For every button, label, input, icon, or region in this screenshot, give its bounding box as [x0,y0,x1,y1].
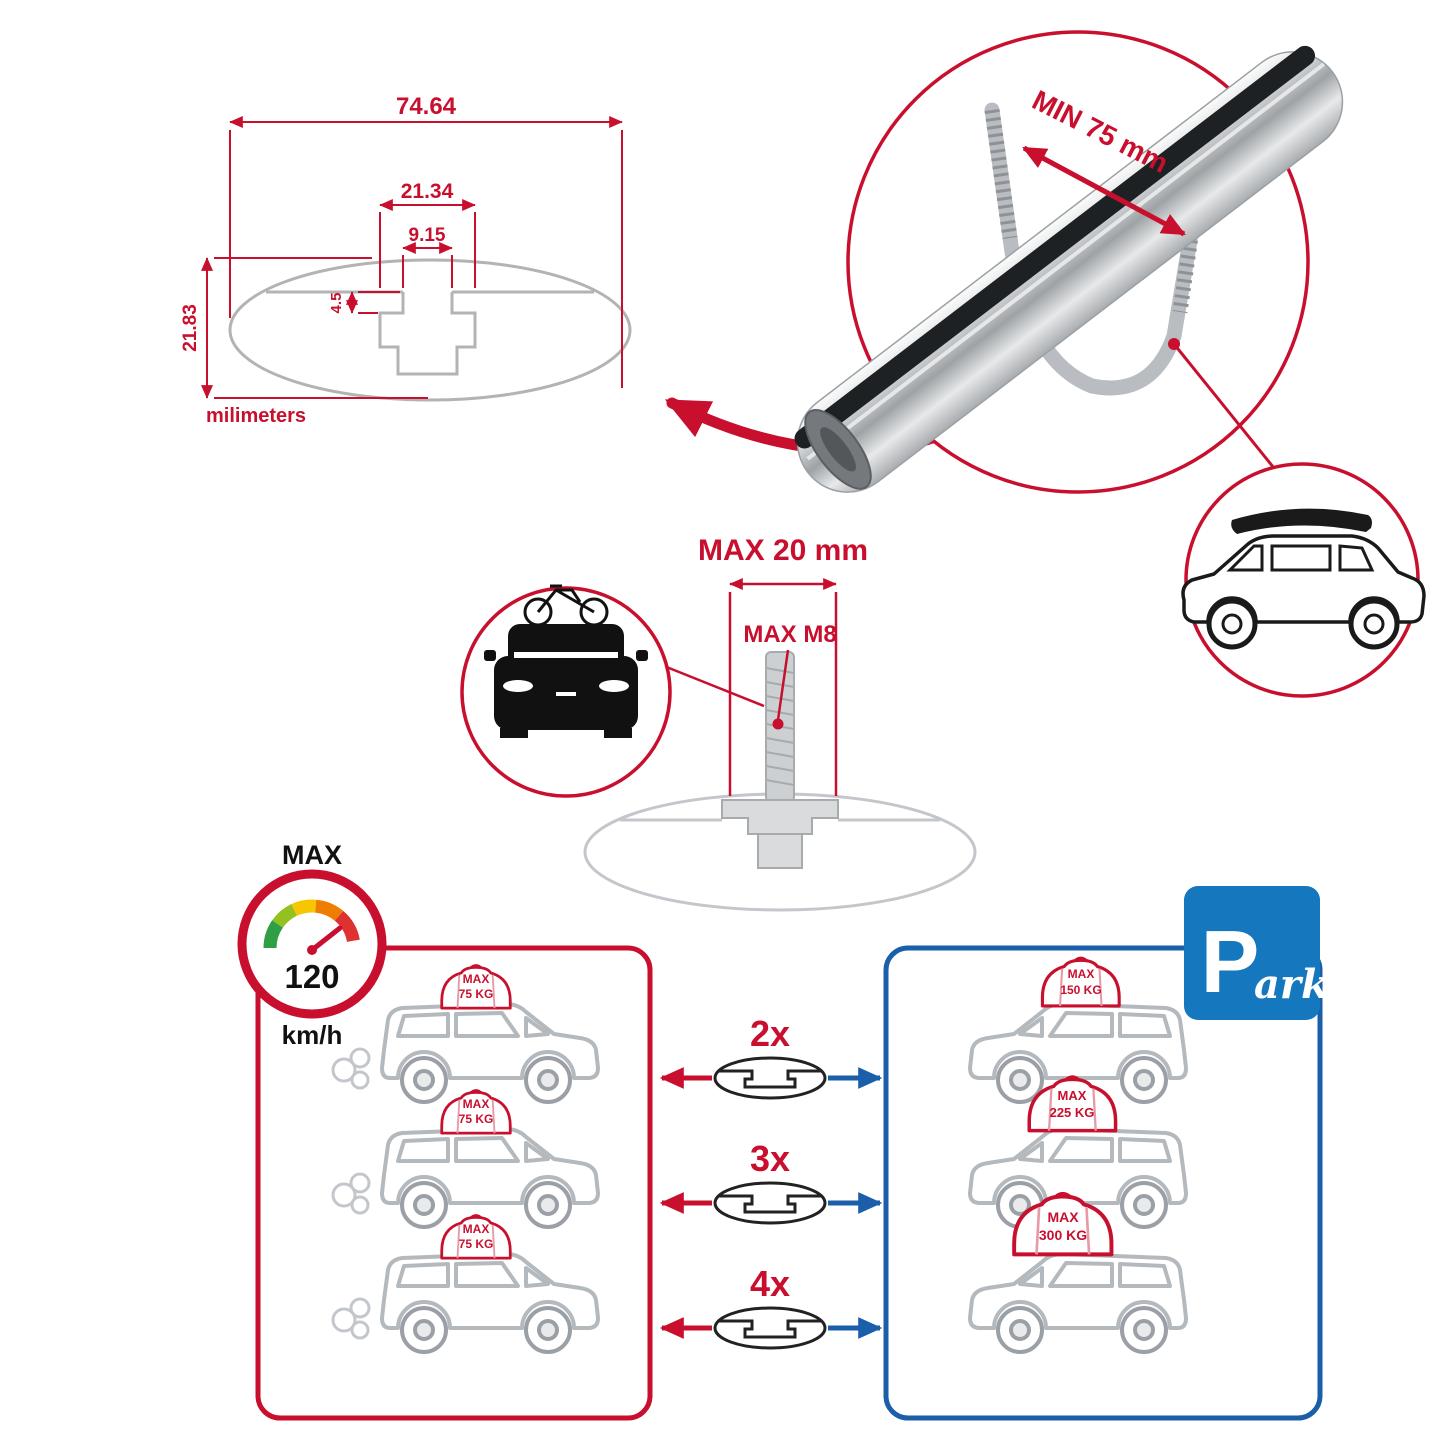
profile-t-slot [378,292,477,376]
crossbar-3d-icon [794,45,1344,493]
multiplier-row-3: 4x [659,1263,883,1350]
dim-slot-width-lines [402,242,453,288]
dim-channel-width: 21.34 [401,180,454,203]
left-car-row-1: MAX 75 KG [331,964,600,1104]
park-sign-board [1184,886,1320,1020]
bolt-spec-diagram: MAX 20 mm MAX M8 [460,534,977,912]
car-front-icon [484,624,648,738]
min-span-arrow [1022,145,1186,237]
bag-max-label: MAX [1047,1209,1079,1225]
multiplier-row-2: 3x [659,1138,883,1225]
leader-line-to-suv [1172,343,1284,479]
car-circle-leader [663,664,765,708]
bolt-max-length-lines [728,578,838,796]
dim-slot-width: 9.15 [409,225,446,246]
dim-channel-width-lines [379,199,476,288]
bar-section-slot [719,1319,821,1339]
comparison-section: MAX 75 KG MAX 75 KG MAX 75 KG MAX 150 KG [237,840,1329,1421]
suv-with-roofbox-icon [1181,508,1426,650]
bag-max-label: MAX [463,972,490,986]
bag-max-label: MAX [463,1222,490,1236]
bag-kg-label: 150 KG [1060,983,1101,997]
left-car-row-2: MAX 75 KG [331,1089,600,1229]
speed-value: 120 [284,958,339,995]
bag-max-label: MAX [1058,1088,1087,1103]
gauge-arc [263,899,360,949]
dim-total-height: 21.83 [180,304,201,352]
dim-total-width-lines [229,116,623,388]
gauge-pivot [307,945,317,955]
right-car-row-1: MAX 150 KG [968,956,1188,1104]
crossbar-profile-ellipse [228,258,632,402]
multiplier-label: 4x [750,1263,790,1304]
park-letter: P [1201,912,1260,1011]
gauge-ring [237,869,387,1019]
dim-slot-depth-lines [346,291,400,314]
dim-total-width: 74.64 [396,93,457,120]
bar-section-icon [713,1306,827,1350]
speed-max-label: MAX [282,840,342,870]
right-car-row-3: MAX 300 KG [968,1194,1188,1354]
bag-kg-label: 75 KG [459,1237,494,1251]
multiplier-row-1: 2x [659,1013,883,1100]
bag-kg-label: 225 KG [1050,1105,1095,1120]
bar-section-icon [713,1056,827,1100]
unit-label: milimeters [206,405,306,427]
gauge-needle [309,925,343,953]
bag-max-label: MAX [463,1097,490,1111]
bolt-max-thread-label: MAX M8 [743,621,836,648]
bar-section-icon [713,1181,827,1225]
bag-kg-label: 75 KG [459,987,494,1001]
park-sign: P ark [1184,886,1329,1020]
thread-leader-dot [772,718,784,730]
bag-kg-label: 300 KG [1039,1227,1087,1243]
bar-section-slot [719,1194,821,1214]
left-car-row-3: MAX 75 KG [331,1214,600,1354]
bolt-max-length-label: MAX 20 mm [698,534,868,567]
right-car-row-2: MAX 225 KG [968,1075,1188,1229]
bar-section-slot [719,1069,821,1089]
multiplier-label: 3x [750,1138,790,1179]
bag-max-label: MAX [1068,967,1095,981]
multiplier-label: 2x [750,1013,790,1054]
dim-total-height-lines [201,257,428,399]
speed-limit-gauge: MAX 120 km/h [237,840,387,1050]
park-suffix: ark [1254,961,1329,1008]
dim-slot-depth: 4.5 [328,293,345,314]
bar-zoom-circle: MIN 75 mm [794,30,1344,494]
suv-roofbox-circle [1181,462,1426,698]
speed-unit: km/h [282,1020,343,1050]
bag-kg-label: 75 KG [459,1112,494,1126]
thread-leader-line [776,649,790,721]
